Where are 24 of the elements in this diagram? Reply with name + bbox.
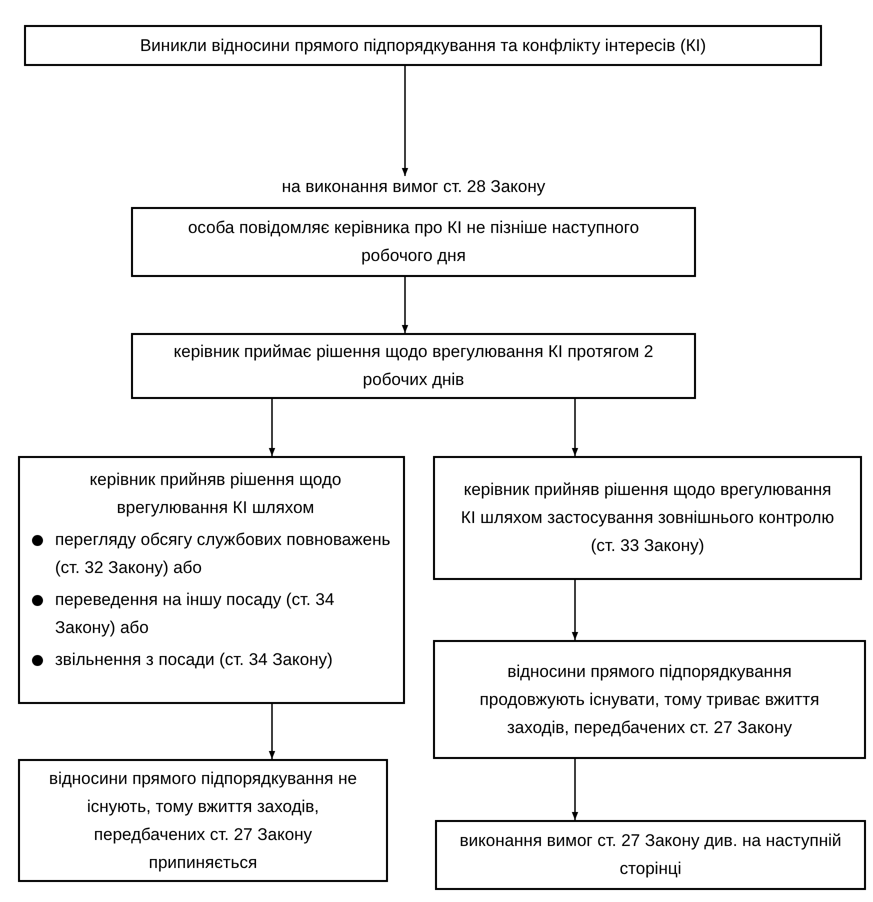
box-text: Виникли відносини прямого підпорядкування та конфлікту інтересів (КІ) xyxy=(140,34,706,56)
arrow xyxy=(572,580,578,640)
arrow xyxy=(268,399,276,456)
box-text: особа повідомляє керівника про КІ не пізніше наступного робочого дня xyxy=(186,217,640,267)
box-text: відносини прямого підпорядкування не існують, тому вжиття заходів, передбачених ст. 27 Закону припиняється xyxy=(48,768,358,874)
process-box xyxy=(433,456,862,580)
process-box xyxy=(131,333,696,399)
bullet-text: звільнення з посади (ст. 34 Закону) xyxy=(55,649,333,671)
box-text: виконання вимог ст. 27 Закону див. на наступній сторінці xyxy=(458,830,842,880)
box-text: керівник прийняв рішення щодо врегулювання КІ шляхом xyxy=(88,469,342,519)
process-box xyxy=(24,25,822,66)
arrow xyxy=(268,704,276,759)
process-box xyxy=(433,640,866,759)
arrow xyxy=(402,66,408,176)
box-text: керівник прийняв рішення щодо врегулювання КІ шляхом застосування зовнішнього контролю (ст. 33 Закону) xyxy=(460,479,836,557)
process-box xyxy=(435,820,866,890)
arrow xyxy=(572,759,578,820)
arrow xyxy=(402,277,408,333)
box-text: відносини прямого підпорядкування продовжують існувати, тому триває вжиття заходів, передбачених ст. 27 Закону xyxy=(478,660,820,738)
process-box xyxy=(18,456,405,704)
box-text: керівник приймає рішення щодо врегулювання КІ протягом 2 робочих днів xyxy=(172,341,654,391)
process-box xyxy=(18,759,388,882)
step-caption: на виконання вимог ст. 28 Закону xyxy=(282,176,546,198)
arrow xyxy=(572,399,578,456)
